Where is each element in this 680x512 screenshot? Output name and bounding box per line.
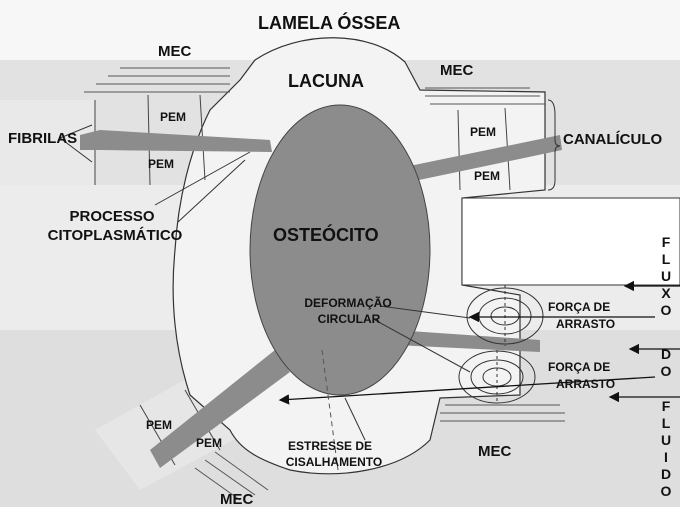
- label-mec-bottom-right: MEC: [478, 444, 511, 459]
- label-pem-4: PEM: [474, 170, 500, 182]
- label-forca-2a: FORÇA DE: [548, 361, 610, 373]
- fluido-letter: L: [658, 415, 674, 431]
- fluido-letter: D: [658, 466, 674, 482]
- label-pem-5: PEM: [146, 419, 172, 431]
- osteocyte-cell: [250, 105, 430, 395]
- label-fibrilas: FIBRILAS: [8, 131, 77, 146]
- fluxo-letter: O: [658, 302, 674, 318]
- fluido-letter: F: [658, 398, 674, 414]
- label-lacuna: LACUNA: [288, 72, 364, 90]
- do-letter: O: [658, 363, 674, 379]
- do-letter: D: [658, 346, 674, 362]
- label-pem-6: PEM: [196, 437, 222, 449]
- label-canaliculo: CANALÍCULO: [563, 132, 662, 147]
- label-processo-1: PROCESSO: [52, 209, 172, 224]
- fluxo-letter: U: [658, 268, 674, 284]
- label-estresse-1: ESTRESSE DE: [282, 440, 378, 452]
- fluido-letter: I: [658, 449, 674, 465]
- fluid-channel: [462, 198, 680, 285]
- label-pem-1: PEM: [160, 111, 186, 123]
- label-pem-3: PEM: [470, 126, 496, 138]
- fluxo-letter: X: [658, 285, 674, 301]
- label-deformacao-2: CIRCULAR: [310, 313, 388, 325]
- label-processo-2: CITOPLASMÁTICO: [40, 228, 190, 243]
- label-forca-1b: ARRASTO: [556, 318, 615, 330]
- fluido-letter: U: [658, 432, 674, 448]
- fluido-letter: O: [658, 483, 674, 499]
- fluxo-letter: F: [658, 234, 674, 250]
- label-forca-2b: ARRASTO: [556, 378, 615, 390]
- title-lamela: LAMELA ÓSSEA: [258, 14, 400, 32]
- label-mec-bottom-left: MEC: [220, 492, 253, 507]
- fluxo-letter: L: [658, 251, 674, 267]
- label-mec-top-left: MEC: [158, 44, 191, 59]
- label-deformacao-1: DEFORMAÇÃO: [302, 297, 394, 309]
- label-pem-2: PEM: [148, 158, 174, 170]
- label-estresse-2: CISALHAMENTO: [280, 456, 388, 468]
- label-osteocito: OSTEÓCITO: [273, 226, 379, 244]
- label-forca-1a: FORÇA DE: [548, 301, 610, 313]
- label-mec-top-right: MEC: [440, 63, 473, 78]
